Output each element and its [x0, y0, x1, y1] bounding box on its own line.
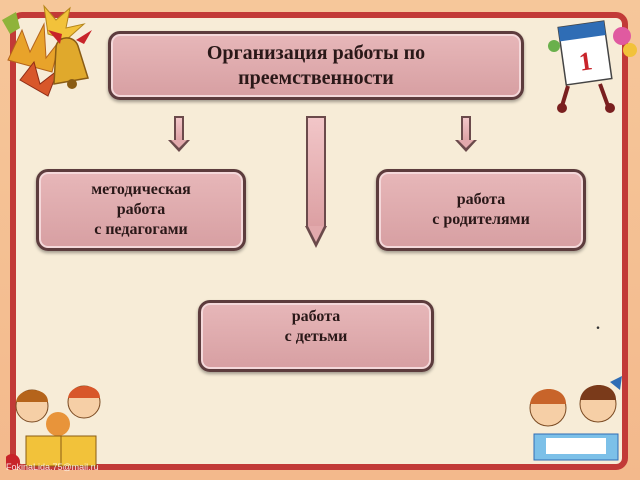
title-line-2: преемственности [238, 66, 394, 89]
children-line-2: с детьми [284, 328, 348, 345]
children-work-box: работа с детьми [198, 300, 434, 372]
methodical-work-box: методическая работа с педагогами [36, 169, 246, 251]
arrow-down-center [305, 116, 327, 248]
svg-text:1: 1 [577, 46, 594, 77]
title-box: Организация работы по преемственности [108, 31, 524, 100]
parents-line-2: с родителями [432, 211, 530, 228]
arrow-down-left [168, 116, 190, 152]
parents-line-1: работа [456, 191, 506, 208]
watermark-text: FokinaLida.75@mail.ru [6, 462, 99, 472]
children-book-icon [529, 376, 622, 461]
methodical-line-2: работа [116, 201, 166, 218]
calendar-icon: 1 [548, 20, 637, 113]
methodical-line-1: методическая [91, 181, 191, 198]
children-reading-icon [6, 385, 101, 470]
children-line-1: работа [291, 308, 341, 325]
bell-icon [2, 4, 92, 97]
stray-mark: . [596, 316, 600, 333]
methodical-line-3: с педагогами [94, 221, 188, 238]
parents-work-box: работа с родителями [376, 169, 586, 251]
title-line-1: Организация работы по [206, 41, 426, 64]
arrow-down-right [455, 116, 477, 152]
autumn-leaves-icon [2, 4, 86, 97]
